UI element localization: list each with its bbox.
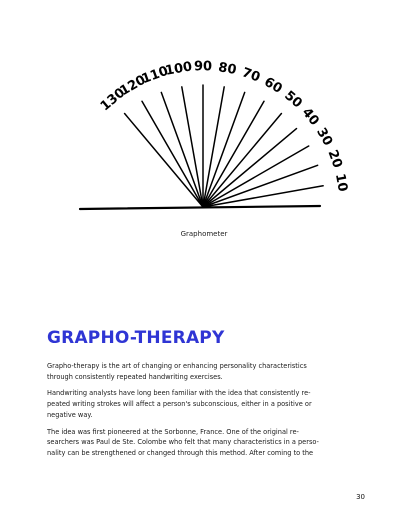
scale-label: 80 (217, 60, 237, 78)
paragraph: Handwriting analysts have long been fami… (47, 388, 362, 420)
graphometer-ray (202, 145, 310, 208)
scale-label: 60 (261, 75, 284, 97)
graphometer-baseline (78, 204, 322, 211)
page-number: 30 (356, 493, 365, 501)
figure-caption: Graphometer (180, 230, 228, 238)
text-line: searchers was Paul de Ste. Colombe who f… (47, 438, 319, 447)
graphometer-ray (181, 86, 204, 208)
graphometer-ray (202, 100, 265, 208)
scale-label: 70 (240, 65, 262, 85)
text-line: Handwriting analysts have long been fami… (47, 389, 311, 398)
text-line: negative way. (47, 410, 93, 419)
scale-label: 20 (324, 148, 344, 170)
paragraph: Grapho-therapy is the art of changing or… (47, 361, 362, 382)
text-line: peated writing strokes will affect a per… (47, 400, 312, 409)
graphometer-ray (202, 86, 225, 208)
graphometer-ray (202, 112, 283, 208)
graphometer-ray (160, 91, 204, 208)
scale-label: 40 (299, 105, 322, 129)
graphometer-ray (202, 91, 246, 208)
graphometer-ray (202, 164, 319, 208)
text-line: nality can be strengthened or changed th… (47, 448, 314, 457)
graphometer-ray (141, 100, 204, 208)
body-text: Grapho-therapy is the art of changing or… (47, 361, 362, 465)
graphometer-ray (202, 127, 298, 208)
graphometer-ray (202, 185, 324, 208)
scale-label: 10 (332, 172, 350, 192)
scale-label: 90 (194, 60, 212, 75)
text-line: Grapho-therapy is the art of changing or… (47, 362, 307, 370)
graphometer-ray (123, 112, 204, 208)
section-heading: GRAPHO-THERAPY (47, 328, 225, 348)
scale-label: 50 (281, 88, 305, 111)
paragraph: The idea was first pioneered at the Sorb… (47, 427, 362, 459)
scale-label: 30 (313, 125, 335, 148)
text-line: The idea was first pioneered at the Sorb… (47, 427, 299, 436)
scale-label: 100 (164, 59, 193, 78)
text-line: through consistently repeated handwritin… (47, 372, 223, 381)
